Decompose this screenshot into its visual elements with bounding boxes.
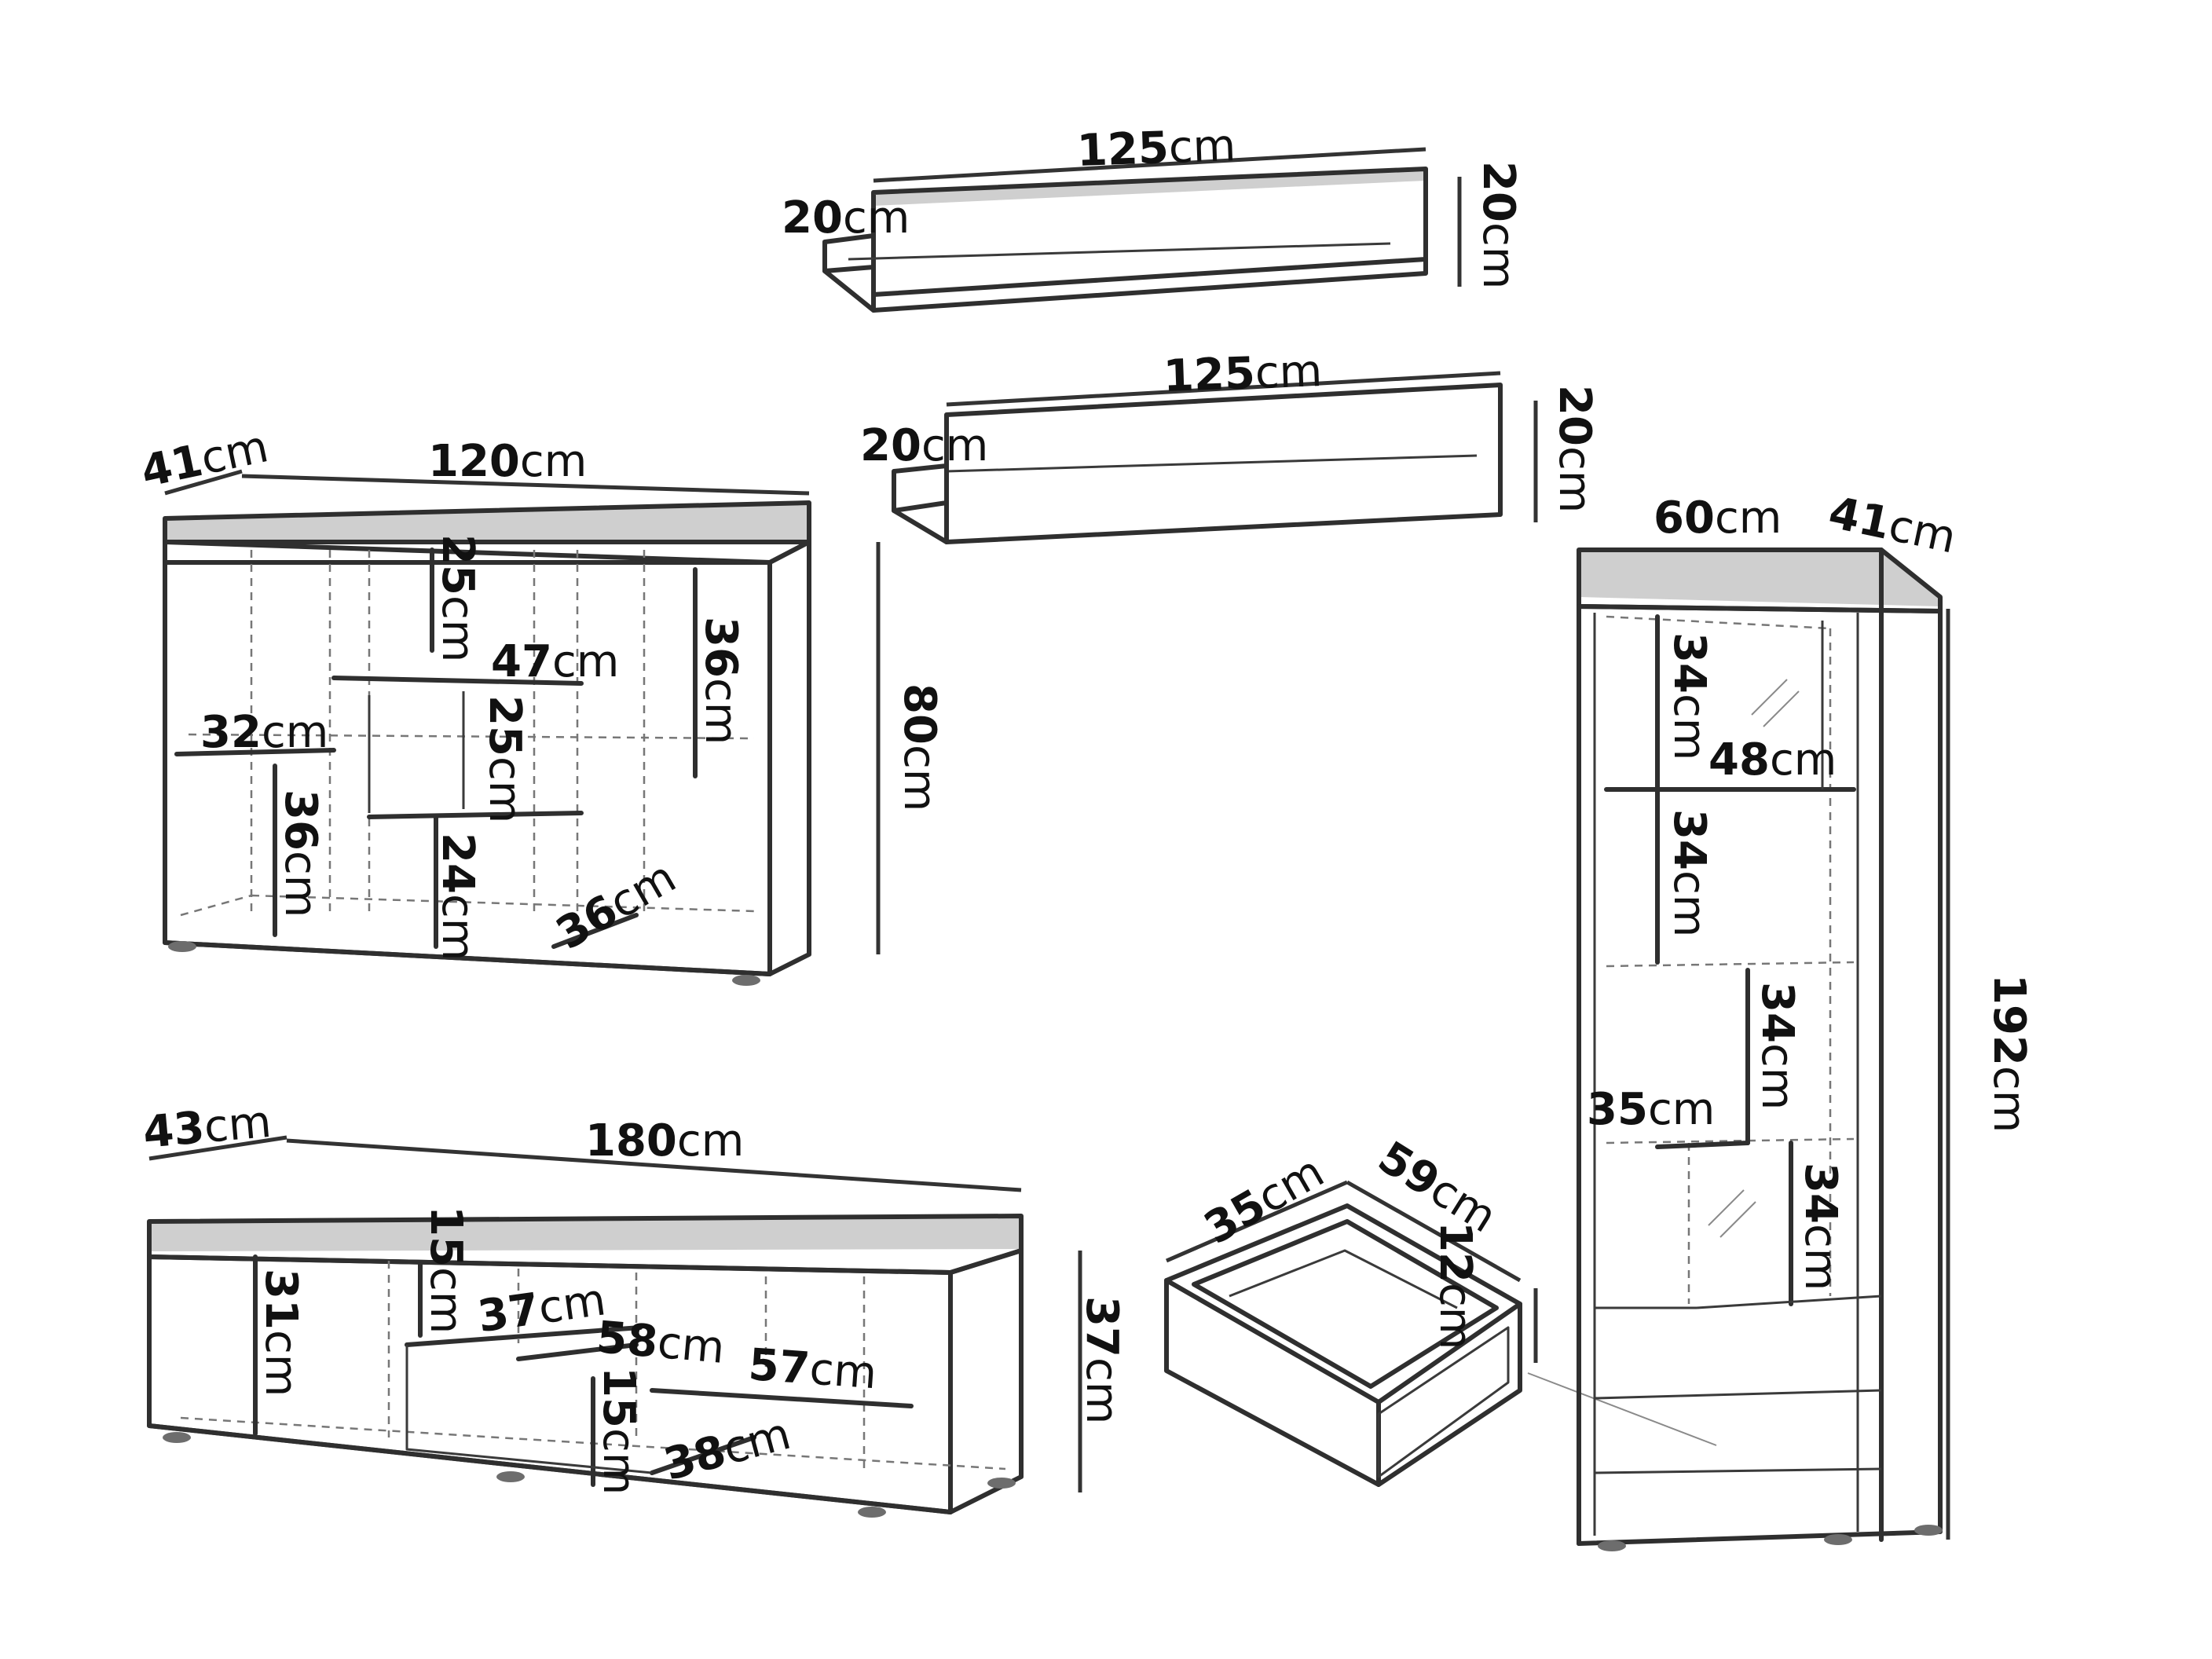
- sideboard: [163, 500, 811, 986]
- sideboard-inner-dim-2: 47cm: [491, 636, 620, 687]
- sideboard-inner-dim-1: 25cm: [432, 534, 483, 663]
- sideboard-inner-dim-3: 36cm: [695, 617, 746, 745]
- tv-unit-depth-label: 43cm: [141, 1096, 273, 1159]
- sideboard-dimension-lines: [164, 469, 881, 954]
- tv-unit-dimension-lines: [148, 1135, 1082, 1492]
- tv-unit-inner-dim-6: 15cm: [593, 1367, 644, 1496]
- drawer: [1164, 1203, 1717, 1487]
- tv-unit-height-label: 37cm: [1076, 1296, 1127, 1425]
- cabinet-inner-dim-6: 34cm: [1795, 1163, 1846, 1291]
- tv-unit-width-label: 180cm: [585, 1115, 745, 1166]
- drawer-height-label: 12cm: [1430, 1221, 1481, 1350]
- tv-unit-inner-dim-5: 57cm: [746, 1339, 879, 1400]
- cabinet-inner-dim-5: 35cm: [1587, 1084, 1716, 1135]
- shelf-middle-height-label: 20cm: [1549, 385, 1600, 514]
- shelf-top-depth-label: 20cm: [782, 192, 910, 244]
- sideboard-inner-dim-5: 25cm: [479, 695, 530, 824]
- drawer-dimension-lines: [1166, 1180, 1538, 1363]
- cabinet-height-label: 192cm: [1983, 974, 2034, 1133]
- shelf-top-height-label: 20cm: [1473, 161, 1524, 290]
- cabinet-inner-dim-3: 34cm: [1664, 809, 1715, 938]
- shelf-middle-dimension-lines: [946, 371, 1538, 522]
- tv-unit-inner-dim-1: 15cm: [420, 1206, 471, 1335]
- cabinet-width-label: 60cm: [1654, 493, 1782, 544]
- shelf-top-length-label: 125cm: [1075, 119, 1237, 177]
- tv-unit-inner-dim-2: 31cm: [255, 1269, 306, 1397]
- wall-shelf-middle: [892, 383, 1503, 544]
- cabinet-inner-dim-1: 34cm: [1664, 632, 1715, 761]
- sideboard-inner-dim-4: 32cm: [200, 707, 329, 758]
- shelf-middle-length-label: 125cm: [1162, 345, 1324, 402]
- shelf-middle-depth-label: 20cm: [860, 420, 989, 471]
- cabinet-inner-dim-2: 48cm: [1708, 734, 1837, 786]
- sideboard-height-label: 80cm: [894, 683, 945, 812]
- sideboard-inner-dim-6: 36cm: [275, 789, 326, 918]
- tv-unit: [147, 1214, 1024, 1518]
- cabinet-inner-dim-4: 34cm: [1752, 982, 1803, 1111]
- tall-display-cabinet: [1577, 548, 1943, 1551]
- tv-unit-inner-dim-4: 58cm: [594, 1312, 727, 1375]
- shelf-top-dimension-lines: [873, 147, 1462, 287]
- sideboard-inner-dim-7: 24cm: [432, 833, 483, 961]
- wall-shelf-top: [822, 167, 1428, 313]
- sideboard-width-label: 120cm: [428, 436, 588, 487]
